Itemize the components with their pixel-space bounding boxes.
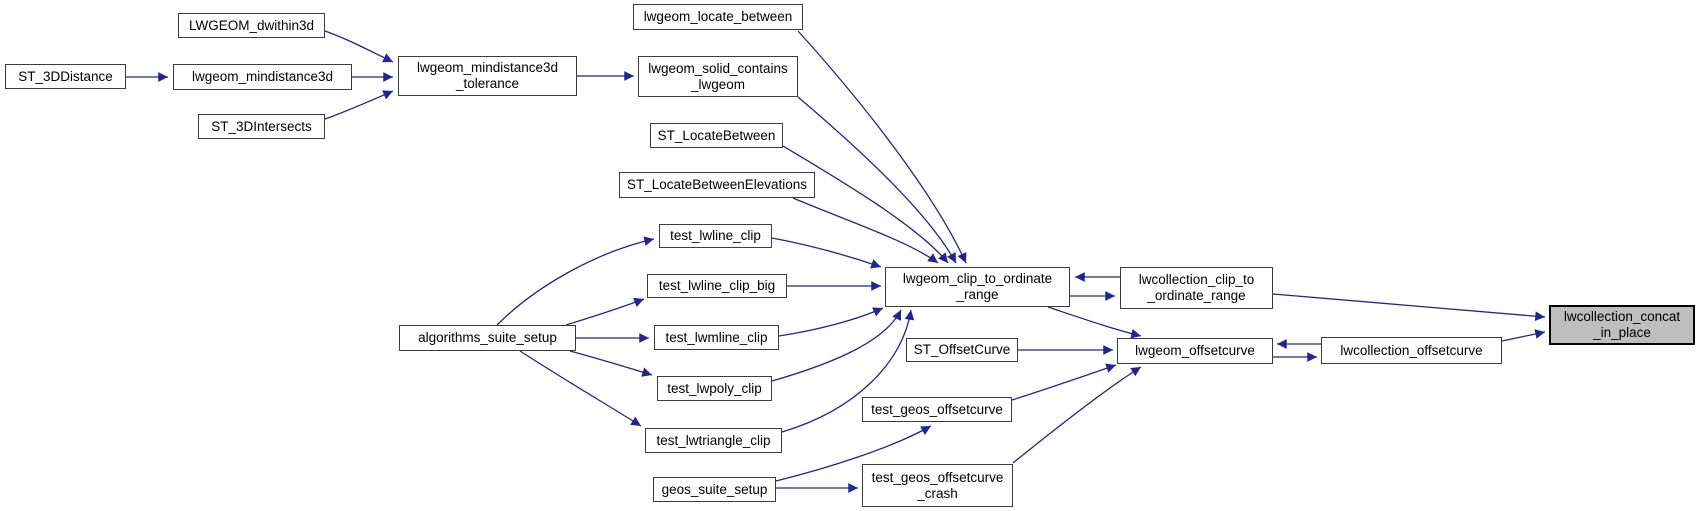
node-test_lwline_clip[interactable]: test_lwline_clip — [659, 224, 772, 248]
node-lwgeom_locate_between[interactable]: lwgeom_locate_between — [633, 4, 803, 30]
edge-algorithms_suite_setup--test_lwline_clip_big — [565, 297, 645, 326]
edge-lwgeom_solid_contains_lwgeom--lwgeom_clip_to_ordinate_range — [797, 96, 957, 264]
edge-LWGEOM_dwithin3d--lwgeom_mindistance3d_tolerance — [324, 30, 394, 63]
node-geos_suite_setup[interactable]: geos_suite_setup — [653, 477, 776, 502]
node-test_geos_offsetcurve_crash[interactable]: test_geos_offsetcurve _crash — [862, 464, 1013, 507]
edge-lwcollection_clip_to_ordinate_range--lwcollection_concat_in_place — [1272, 293, 1546, 322]
node-lwgeom_offsetcurve[interactable]: lwgeom_offsetcurve — [1117, 338, 1273, 364]
edge-algorithms_suite_setup--test_lwpoly_clip — [569, 350, 653, 377]
edge-lwgeom_clip_to_ordinate_range--lwgeom_offsetcurve — [1047, 306, 1142, 339]
edge-ST_3DIntersects--lwgeom_mindistance3d_tolerance — [324, 90, 394, 120]
edge-algorithms_suite_setup--test_lwline_clip — [496, 236, 655, 326]
node-lwcollection_clip_to_ordinate_range[interactable]: lwcollection_clip_to _ordinate_range — [1120, 267, 1273, 309]
edge-lwgeom_locate_between--lwgeom_clip_to_ordinate_range — [797, 30, 967, 264]
node-test_lwmline_clip[interactable]: test_lwmline_clip — [654, 325, 779, 350]
node-lwgeom_mindistance3d_tolerance[interactable]: lwgeom_mindistance3d _tolerance — [398, 56, 577, 96]
node-LWGEOM_dwithin3d[interactable]: LWGEOM_dwithin3d — [178, 13, 325, 38]
edge-test_lwpoly_clip--lwgeom_clip_to_ordinate_range — [771, 309, 902, 382]
node-ST_OffsetCurve[interactable]: ST_OffsetCurve — [906, 338, 1018, 362]
node-algorithms_suite_setup[interactable]: algorithms_suite_setup — [399, 325, 576, 351]
node-lwgeom_solid_contains_lwgeom[interactable]: lwgeom_solid_contains _lwgeom — [638, 56, 798, 97]
edge-test_lwtriangle_clip--lwgeom_clip_to_ordinate_range — [781, 309, 915, 433]
node-ST_3DIntersects[interactable]: ST_3DIntersects — [198, 114, 325, 139]
edge-test_lwmline_clip--lwgeom_clip_to_ordinate_range — [778, 307, 884, 337]
node-test_lwtriangle_clip[interactable]: test_lwtriangle_clip — [645, 428, 782, 453]
edge-lwcollection_offsetcurve--lwcollection_concat_in_place — [1501, 329, 1546, 342]
node-ST_LocateBetween[interactable]: ST_LocateBetween — [650, 123, 783, 148]
node-lwcollection_concat_in_place: lwcollection_concat _in_place — [1549, 305, 1695, 345]
node-test_geos_offsetcurve[interactable]: test_geos_offsetcurve — [862, 397, 1012, 422]
node-lwgeom_clip_to_ordinate_range[interactable]: lwgeom_clip_to_ordinate _range — [885, 267, 1070, 307]
node-test_lwline_clip_big[interactable]: test_lwline_clip_big — [647, 274, 787, 298]
edge-test_geos_offsetcurve_crash--lwgeom_offsetcurve — [1012, 366, 1142, 464]
node-ST_3DDistance[interactable]: ST_3DDistance — [5, 64, 126, 89]
edge-test_geos_offsetcurve--lwgeom_offsetcurve — [1011, 363, 1117, 401]
node-test_lwpoly_clip[interactable]: test_lwpoly_clip — [657, 376, 772, 401]
edge-geos_suite_setup--test_geos_offsetcurve — [775, 425, 932, 482]
node-lwgeom_mindistance3d[interactable]: lwgeom_mindistance3d — [173, 64, 352, 90]
edge-test_lwline_clip--lwgeom_clip_to_ordinate_range — [771, 237, 882, 269]
edge-algorithms_suite_setup--test_lwtriangle_clip — [519, 350, 642, 427]
node-ST_LocateBetweenElevations[interactable]: ST_LocateBetweenElevations — [619, 172, 815, 198]
node-lwcollection_offsetcurve[interactable]: lwcollection_offsetcurve — [1321, 337, 1502, 364]
edge-ST_LocateBetween--lwgeom_clip_to_ordinate_range — [782, 145, 949, 264]
edge-ST_LocateBetweenElevations--lwgeom_clip_to_ordinate_range — [792, 197, 939, 264]
